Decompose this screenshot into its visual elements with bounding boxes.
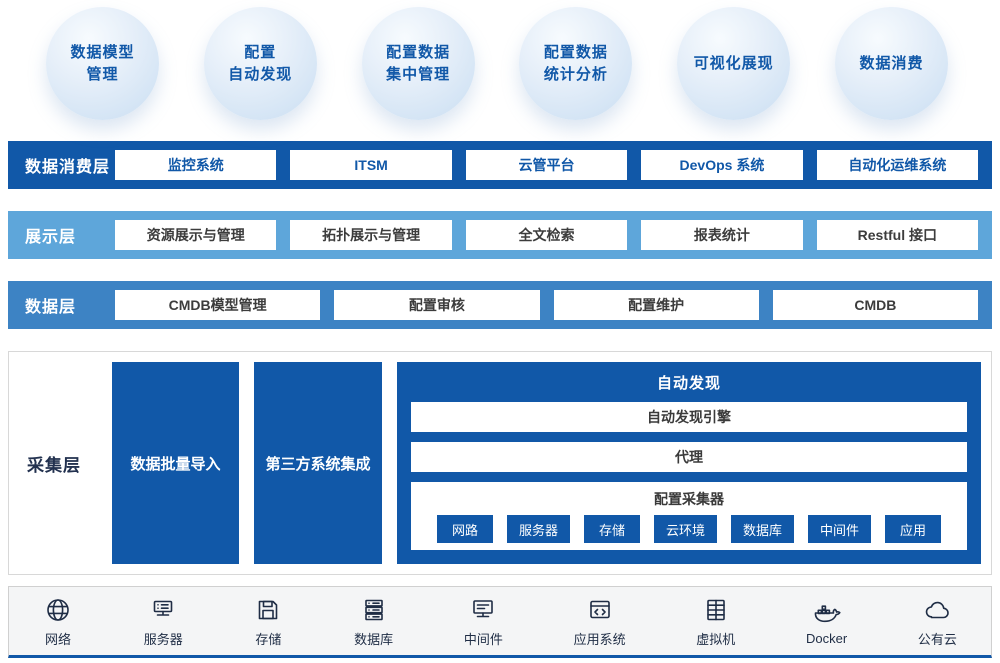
- layer-items: CMDB模型管理 配置审核 配置维护 CMDB: [115, 290, 992, 320]
- globe-icon: [47, 598, 69, 621]
- auto-discovery-title: 自动发现: [656, 374, 721, 392]
- resource-item-public-cloud: 公有云: [918, 595, 957, 648]
- feature-bubble: 配置数据 集中管理: [361, 7, 475, 120]
- resource-item-middleware: 中间件: [464, 595, 503, 648]
- storage-icon: [259, 600, 278, 619]
- collector-item: 网路: [437, 515, 493, 543]
- layer-item: 配置维护: [553, 290, 759, 320]
- collector-item: 存储: [583, 515, 640, 543]
- discovery-engine-row: 自动发现引擎: [411, 402, 967, 432]
- collector-item: 应用: [884, 515, 941, 543]
- feature-bubble: 配置 自动发现: [203, 7, 317, 120]
- collector-item: 服务器: [506, 515, 570, 543]
- middleware-icon: [473, 599, 494, 617]
- collector-item: 中间件: [807, 515, 871, 543]
- resource-item-storage: 存储: [253, 595, 283, 648]
- resource-label: 中间件: [463, 631, 503, 647]
- feature-bubble-label: 配置数据 统计分析: [543, 43, 608, 83]
- layer-item: 拓扑展示与管理: [290, 220, 452, 250]
- resource-label: 服务器: [143, 631, 183, 647]
- auto-discovery-panel: 自动发现 自动发现引擎 代理 配置采集器 网路 服务器 存储 云环境 数据库 中…: [397, 362, 981, 564]
- feature-bubble-label: 配置 自动发现: [228, 43, 293, 83]
- collector-item: 云环境: [653, 515, 717, 543]
- feature-bubble-label: 数据消费: [859, 54, 924, 72]
- layer-item: ITSM: [290, 150, 452, 180]
- database-icon: [364, 599, 383, 620]
- collector-item: 数据库: [730, 515, 794, 543]
- feature-bubble: 配置数据 统计分析: [519, 7, 633, 120]
- resource-label: 虚拟机: [696, 631, 736, 647]
- layer-title: 采集层: [27, 455, 81, 475]
- cloud-icon: [926, 601, 950, 618]
- layer-item: 监控系统: [115, 150, 277, 180]
- layer-title: 数据消费层: [25, 159, 111, 176]
- layer-bar-data-consumption: 数据消费层 监控系统 ITSM 云管平台 DevOps 系统 自动化运维系统: [8, 141, 992, 189]
- feature-bubble-label: 配置数据 集中管理: [386, 43, 451, 83]
- resource-label: 应用系统: [573, 631, 626, 647]
- feature-bubble: 可视化展现: [677, 7, 791, 120]
- application-icon: [589, 600, 610, 618]
- layer-title: 数据层: [25, 299, 77, 316]
- vm-icon: [706, 599, 725, 620]
- batch-import-block: 数据批量导入: [112, 362, 239, 564]
- server-icon: [153, 600, 173, 616]
- feature-bubble-label: 数据模型 管理: [70, 43, 135, 83]
- feature-bubble: 数据模型 管理: [46, 7, 159, 120]
- layer-item: CMDB: [772, 290, 978, 320]
- layer-item: 云管平台: [465, 150, 628, 180]
- resource-label: 网络: [44, 631, 71, 647]
- resource-item-network: 网络: [43, 595, 73, 648]
- resource-label: 数据库: [354, 631, 394, 647]
- layer-item: Restful 接口: [816, 220, 979, 250]
- collection-layer: 采集层 数据批量导入 第三方系统集成 自动发现 自动发现引擎 代理 配置采集器 …: [8, 351, 992, 575]
- layer-item: 配置审核: [334, 290, 540, 320]
- resource-strip: 网络 服务器 存储: [8, 586, 992, 658]
- third-party-integration-block: 第三方系统集成: [254, 362, 382, 564]
- layer-item: 自动化运维系统: [816, 150, 979, 180]
- config-collector-panel: 配置采集器 网路 服务器 存储 云环境 数据库 中间件 应用: [411, 482, 967, 550]
- layer-bar-presentation: 展示层 资源展示与管理 拓扑展示与管理 全文检索 报表统计 Restful 接口: [8, 211, 992, 259]
- config-collector-title: 配置采集器: [654, 491, 724, 507]
- layer-bar-data: 数据层 CMDB模型管理 配置审核 配置维护 CMDB: [8, 281, 992, 329]
- resource-item-docker: Docker: [806, 597, 847, 646]
- docker-icon: [814, 604, 841, 622]
- layer-item: CMDB模型管理: [115, 290, 321, 320]
- collector-items: 网路 服务器 存储 云环境 数据库 中间件 应用: [437, 515, 941, 543]
- resource-item-database: 数据库: [354, 595, 393, 648]
- resource-label: Docker: [806, 630, 848, 646]
- layer-item: 全文检索: [465, 220, 628, 250]
- resource-item-application: 应用系统: [574, 595, 626, 648]
- resource-label: 公有云: [917, 631, 957, 647]
- layer-item: 资源展示与管理: [115, 220, 277, 250]
- feature-bubbles-row: 数据模型 管理 配置 自动发现 配置数据 集中管理 配置数据 统计分析 可视化展…: [0, 0, 1000, 127]
- feature-bubble: 数据消费: [834, 7, 948, 120]
- resource-label: 存储: [255, 631, 282, 647]
- layer-items: 资源展示与管理 拓扑展示与管理 全文检索 报表统计 Restful 接口: [115, 220, 992, 250]
- layer-item: 报表统计: [641, 220, 803, 250]
- layer-item: DevOps 系统: [641, 150, 803, 180]
- layer-items: 监控系统 ITSM 云管平台 DevOps 系统 自动化运维系统: [115, 150, 992, 180]
- layer-title: 展示层: [25, 229, 77, 246]
- resource-item-vm: 虚拟机: [696, 595, 735, 648]
- agent-row: 代理: [411, 442, 967, 472]
- resource-item-server: 服务器: [144, 595, 183, 648]
- feature-bubble-label: 可视化展现: [693, 54, 774, 72]
